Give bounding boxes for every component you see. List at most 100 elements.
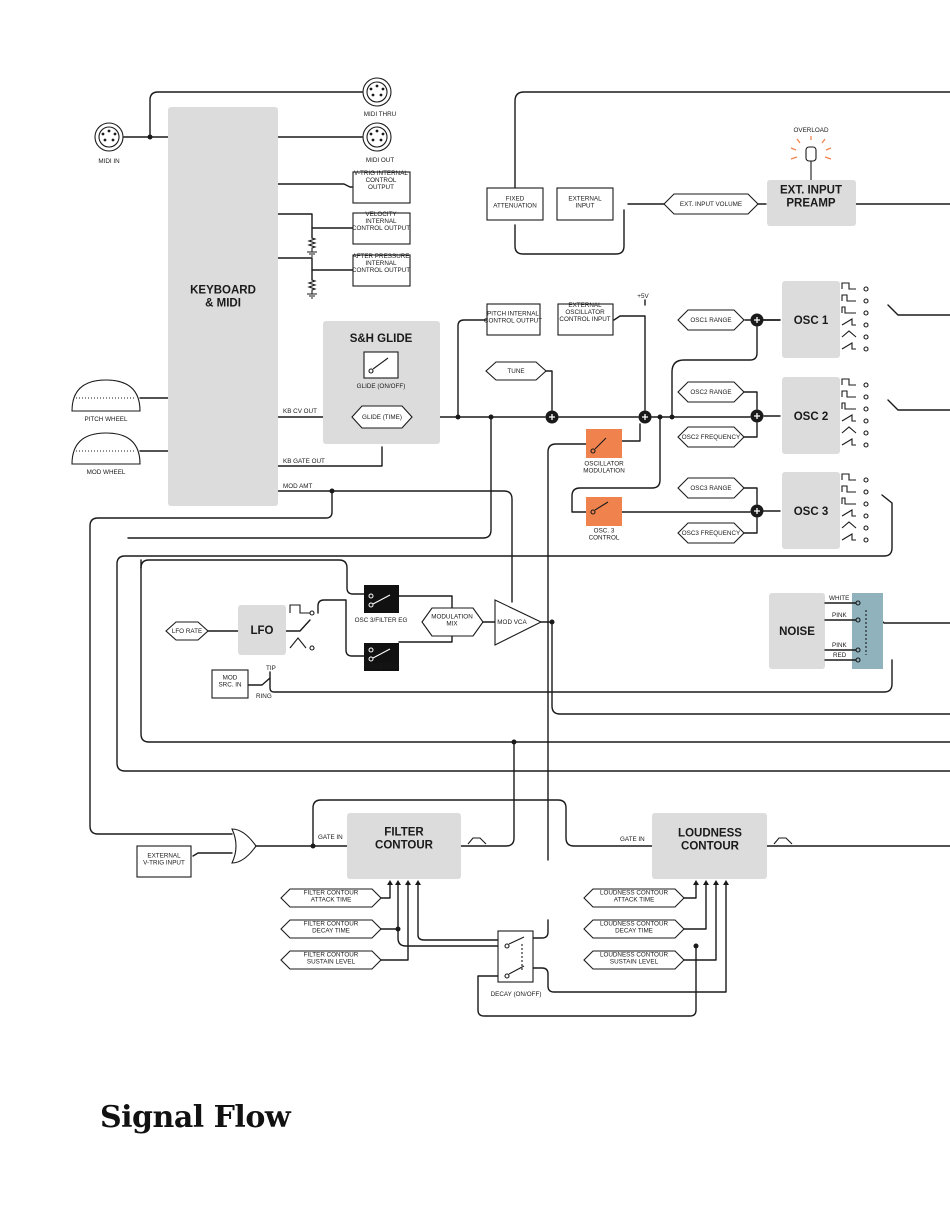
loudness-contour-block — [652, 813, 767, 879]
osc2-sum-node — [750, 409, 764, 423]
osc1-sum-node — [750, 313, 764, 327]
ext-input-volume-control: EXT. INPUT VOLUME — [663, 193, 759, 215]
text-line: CONTOUR — [681, 841, 740, 853]
glide-time-control: GLIDE (TIME) — [351, 405, 413, 429]
text-line: EXTERNAL — [147, 852, 181, 859]
waveform-icon — [841, 402, 856, 410]
osc-waveform-selectors — [841, 282, 869, 543]
osc1-label: OSC 1 — [794, 315, 829, 327]
waveform-selector-contact — [863, 298, 869, 304]
text-line: V-TRIG INPUT — [143, 860, 185, 867]
waveform-selector-contact — [863, 382, 869, 388]
text-line: AFTER PRESSURE — [352, 253, 409, 260]
waveform-icon — [841, 438, 856, 446]
text-line: SRC. IN — [218, 682, 242, 689]
waveform-icon — [841, 390, 856, 398]
waveform-icon — [841, 473, 856, 481]
svg-text:GLIDE (TIME): GLIDE (TIME) — [362, 414, 402, 421]
waveform-icon — [841, 282, 856, 290]
svg-text:PINK: PINK — [832, 642, 847, 649]
waveform-icon — [841, 342, 856, 350]
text-line: ATTACK TIME — [614, 897, 655, 904]
waveform-icon — [841, 497, 856, 505]
overload-led-icon: OVERLOAD — [790, 127, 832, 180]
text-line: OSC. 3 — [594, 527, 615, 534]
waveform-selector-contact — [863, 513, 869, 519]
waveform-selector-contact — [863, 418, 869, 424]
midi-thru-label: MIDI THRU — [364, 111, 397, 118]
waveform-icon — [841, 378, 856, 386]
svg-text:EXT. INPUT VOLUME: EXT. INPUT VOLUME — [680, 201, 742, 208]
contour-input-arrows — [387, 880, 729, 885]
waveform-selector-contact — [863, 346, 869, 352]
ext-input-preamp-block — [767, 180, 856, 226]
text-line: ATTACK TIME — [311, 897, 352, 904]
noise-color-switch: WHITE PINK PINK RED — [824, 593, 883, 669]
text-line: EXT. INPUT — [780, 185, 842, 197]
mod-vca-amp: MOD VCA — [494, 599, 543, 646]
text-line: CONTOUR — [375, 840, 434, 852]
tip-label: TIP — [266, 665, 276, 672]
svg-text:OSC1 RANGE: OSC1 RANGE — [690, 317, 731, 324]
noise-lfo-switch: NOISE/LFO — [364, 643, 399, 671]
waveform-selector-contact — [863, 406, 869, 412]
svg-text:WHITE: WHITE — [829, 595, 849, 602]
text-line: PITCH INTERNAL — [487, 310, 539, 317]
waveform-selector-contact — [863, 525, 869, 531]
svg-text:OSC2 FREQUENCY: OSC2 FREQUENCY — [682, 434, 741, 441]
osc3-filter-eg-switch: OSC 3/FILTER EG — [355, 585, 407, 624]
gate-in-filter-label: GATE IN — [318, 834, 343, 841]
osc3-block — [782, 472, 840, 549]
osc3-range-control: OSC3 RANGE — [677, 477, 745, 499]
waveform-selector-contact — [863, 537, 869, 543]
svg-text:DECAY (ON/OFF): DECAY (ON/OFF) — [491, 991, 542, 998]
midi-in-connector: MIDI IN — [94, 122, 124, 165]
text-line: FILTER CONTOUR — [304, 920, 359, 927]
sh-glide-block — [323, 321, 440, 444]
sum-node-2 — [638, 410, 652, 424]
text-line: EXTERNAL — [568, 195, 602, 202]
svg-text:LFO RATE: LFO RATE — [172, 628, 202, 635]
text-line: MOD — [223, 674, 238, 681]
text-line: MIX — [446, 621, 458, 628]
page-title: Signal Flow — [100, 1100, 292, 1135]
svg-text:OVERLOAD: OVERLOAD — [794, 127, 829, 134]
midi-out-label: MIDI OUT — [366, 157, 394, 164]
lfo-rate-control: LFO RATE — [165, 621, 209, 641]
midi-in-label: MIDI IN — [98, 158, 120, 165]
waveform-icon — [841, 330, 857, 338]
waveform-selector-contact — [863, 442, 869, 448]
osc3-frequency-control: OSC3 FREQUENCY — [677, 522, 745, 544]
waveform-selector-contact — [863, 477, 869, 483]
waveform-icon — [841, 306, 856, 314]
text-line: CONTROL INPUT — [559, 316, 610, 323]
mod-wheel: MOD WHEEL — [71, 432, 141, 476]
text-line: LOUDNESS CONTOUR — [600, 951, 669, 958]
waveform-icon — [841, 318, 856, 326]
filter-contour-block — [347, 813, 461, 879]
text-line: LOUDNESS CONTOUR — [600, 920, 669, 927]
text-line: LOUDNESS — [678, 828, 742, 840]
text-line: ATTENUATION — [493, 203, 537, 210]
text-line: SUSTAIN LEVEL — [307, 959, 356, 966]
